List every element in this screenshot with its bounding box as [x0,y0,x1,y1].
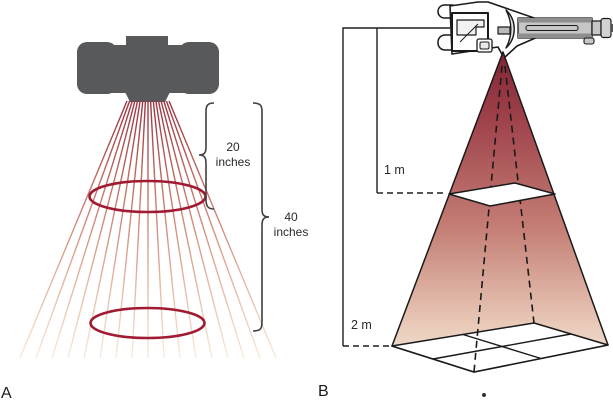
rotor-end-cap [600,17,612,39]
beam-ray [149,100,165,359]
label-40-value: 40 [284,210,298,224]
beam-ray [163,100,245,359]
label-40-unit: inches [274,225,309,239]
housing-top-port [126,36,168,48]
rotor-strip-top [518,18,592,23]
image-plane-2m [391,322,609,373]
beam-ray [83,100,139,359]
xray-beam-fan [19,100,277,359]
quadrant-line [432,333,572,360]
collimator-snout [125,92,170,102]
rotor-assembly [517,17,613,45]
rotor-foot [583,37,595,45]
filament-block-inner [479,41,490,50]
rotor-step [591,20,602,36]
panel-b-letter: B [318,383,329,400]
anode-disc [505,9,515,49]
beam-ray [131,100,147,359]
label-20-unit: inches [216,155,251,169]
anode-stem [497,26,511,35]
panel-a-letter: A [1,385,12,402]
beam-ray [115,100,144,359]
rotor-slot [525,25,579,31]
focusing-cup [456,19,485,36]
xray-tube-schematic-icon [437,1,613,59]
filament-lead [459,23,479,43]
beam-ray [165,100,261,359]
rotor-terminal [611,24,613,32]
beam-ray [99,100,141,359]
housing-body [88,45,208,93]
field-ellipse-40in [89,306,206,340]
beam-ray [160,100,229,359]
label-1m: 1 m [384,163,405,177]
label-2m: 2 m [351,318,372,332]
beam-ray [19,100,128,359]
image-plane-1m [448,182,556,207]
beam-ray [155,100,197,359]
beam-ray [67,100,136,359]
brace-20-inches [198,102,215,210]
beam-ray [51,100,133,359]
panel-a: 20 inches 40 inches [19,36,309,359]
hidden-beam-edges [473,65,535,373]
label-20-value: 20 [226,140,240,154]
beam-ray [35,100,131,359]
rotor-strip-bottom [518,33,592,38]
measure-line-2m [342,27,450,346]
measurement-lines [342,27,450,347]
beam-ray [157,100,213,359]
brace-40-inches [252,102,270,332]
beam-ray [152,100,181,359]
beam-cone [391,51,609,373]
stray-dot [482,393,486,397]
panel-b: 1 m 2 m [342,1,613,373]
xray-tube-housing-icon [77,36,219,102]
hidden-edge-front [473,65,503,373]
beam-ray [168,100,277,359]
